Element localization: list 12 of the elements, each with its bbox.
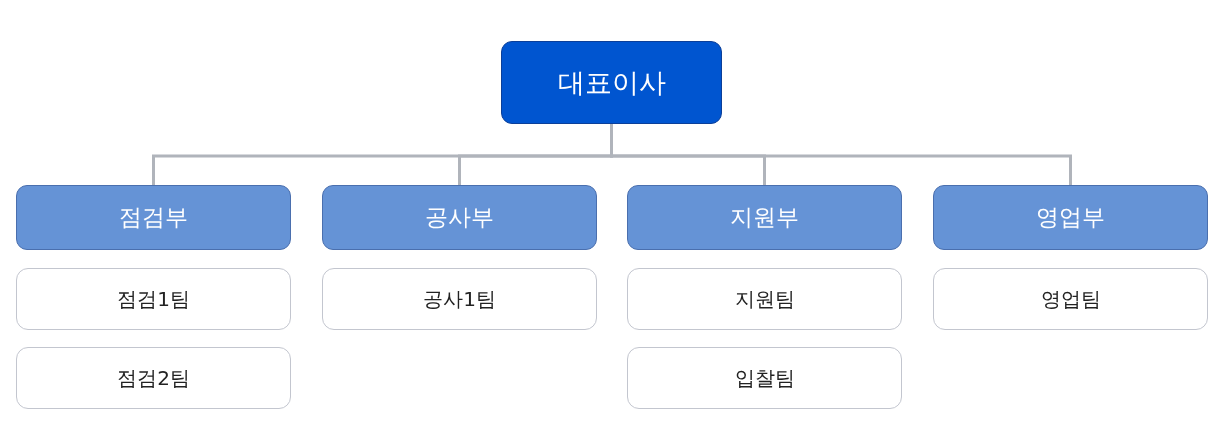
department-box: 영업부: [933, 185, 1208, 250]
team-box: 공사1팀: [322, 268, 597, 330]
connector-line: [610, 124, 1072, 185]
team-box: 입찰팀: [627, 347, 902, 409]
department-box: 점검부: [16, 185, 291, 250]
team-box: 점검1팀: [16, 268, 291, 330]
department-box: 지원부: [627, 185, 902, 250]
team-box: 지원팀: [627, 268, 902, 330]
team-box: 점검2팀: [16, 347, 291, 409]
team-box: 영업팀: [933, 268, 1208, 330]
department-box: 공사부: [322, 185, 597, 250]
ceo-box: 대표이사: [501, 41, 722, 124]
